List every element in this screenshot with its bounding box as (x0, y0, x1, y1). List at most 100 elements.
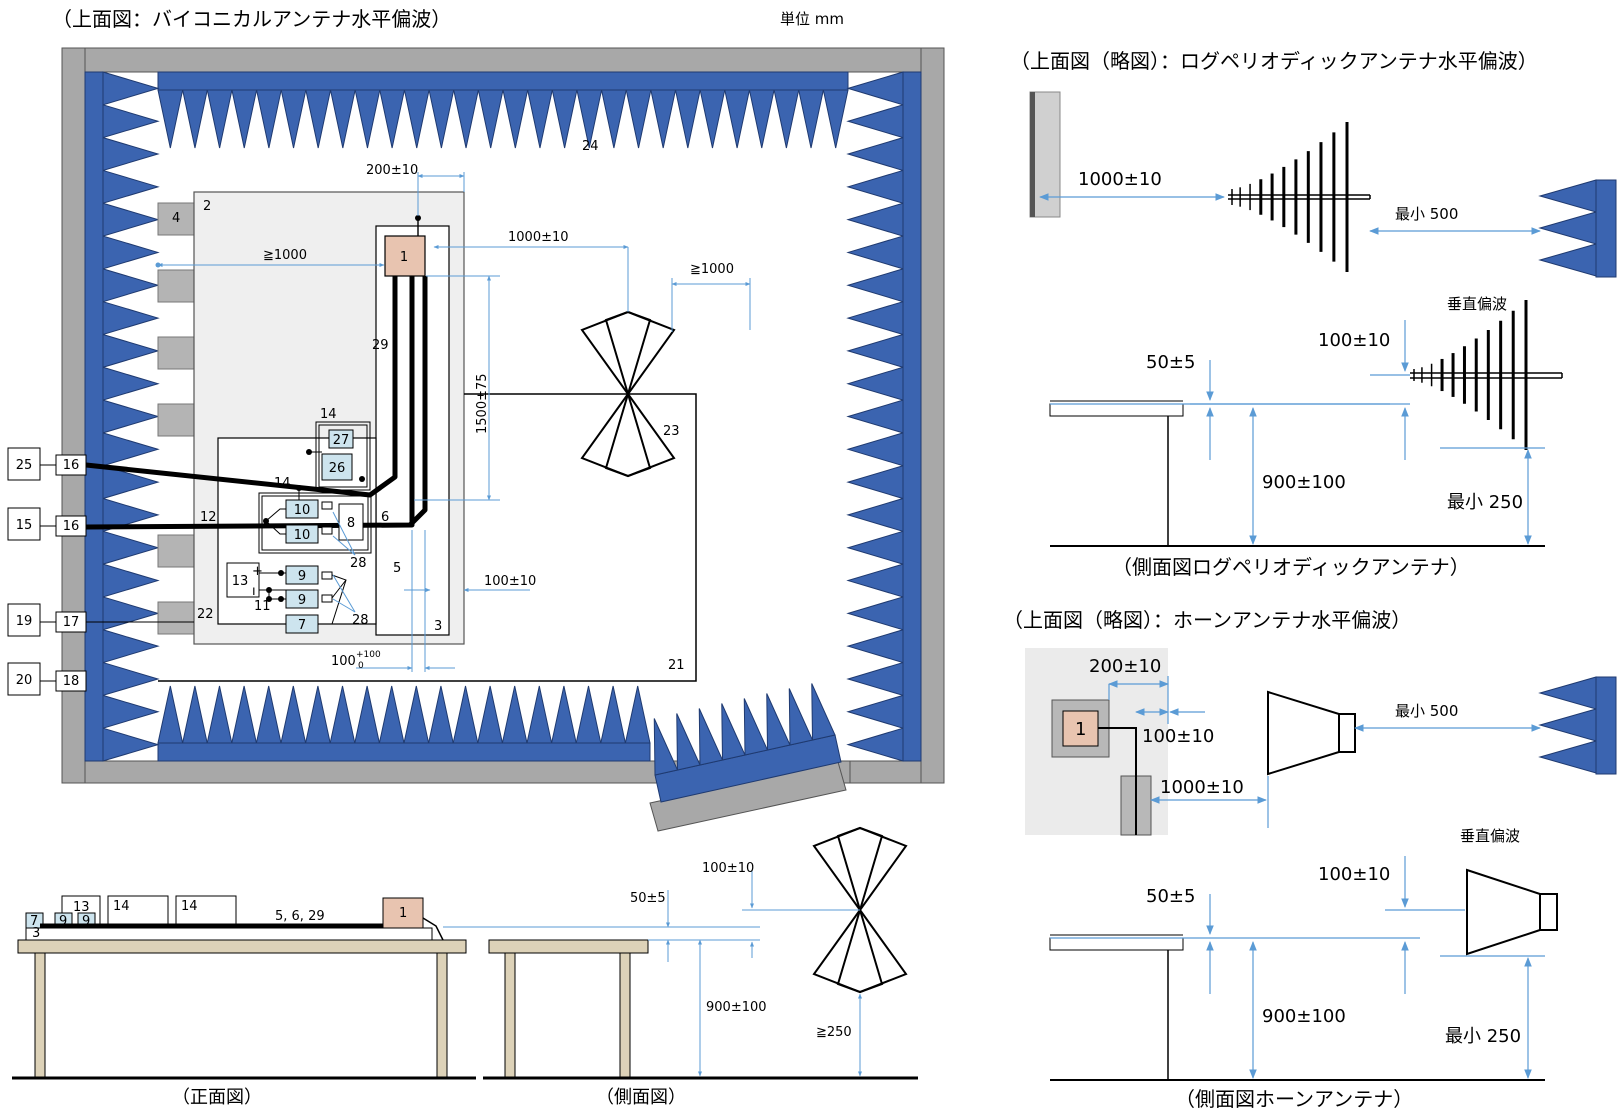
absorber-tooth (743, 698, 769, 756)
absorber-tooth (102, 71, 160, 106)
horn-side-dim-50: 50±5 (1146, 886, 1195, 907)
front-label-13: 13 (73, 900, 90, 915)
front-box-14b (175, 895, 237, 929)
absorber-tooth (102, 661, 160, 697)
absorber-tooth (625, 89, 652, 149)
absorber-tooth (157, 685, 184, 744)
left-duct-stubs (157, 202, 195, 635)
ext-box-19: 19 (16, 614, 33, 629)
cables (85, 276, 428, 530)
absorber-tooth (231, 89, 258, 149)
absorber-tooth (231, 685, 258, 744)
absorber-tooth (724, 89, 751, 149)
label-11: 11 (254, 599, 271, 614)
absorber-tooth (452, 685, 479, 744)
box-8-label: 8 (347, 516, 355, 531)
absorber-tooth (811, 683, 836, 741)
lp-top-absorber (1538, 179, 1617, 278)
side-dim-900: 900±100 (706, 1000, 767, 1015)
absorber-tooth (698, 708, 724, 766)
horn-top-dim-100: 100±10 (1142, 726, 1214, 747)
absorber-tooth (102, 497, 160, 533)
logperiodic-antenna-top (1231, 122, 1349, 272)
box-26 (321, 453, 353, 481)
absorber-tooth (102, 530, 160, 565)
horn-top: （上面図（略図）：ホーンアンテナ水平偏波） 1 200±10 100± (1003, 608, 1617, 836)
label-5: 5 (393, 561, 401, 576)
side-table-leg-left (504, 952, 516, 1079)
absorber-tooth (846, 727, 904, 762)
absorber-tooth (653, 718, 679, 776)
absorber-tooth (304, 685, 331, 744)
label-24: 24 (582, 139, 599, 154)
front-box-14a (107, 895, 169, 929)
absorber-tooth (305, 89, 332, 149)
absorber-tooth (102, 727, 160, 762)
absorber-tooth (182, 89, 208, 149)
absorber-tooth (102, 169, 160, 204)
ext-box-16a: 16 (63, 458, 80, 473)
front-cables-label: 5, 6, 29 (275, 909, 325, 924)
front-caption: （正面図） (172, 1087, 262, 1108)
lp-side-dim-100: 100±10 (1318, 330, 1390, 351)
horn-side-dim-900: 900±100 (1262, 1006, 1346, 1027)
box-9b-label: 9 (298, 593, 306, 608)
absorber-tooth (846, 136, 904, 172)
absorber-tooth (748, 89, 775, 149)
absorber-tooth (102, 629, 160, 664)
absorber-tooth (102, 104, 160, 139)
label-14a: 14 (320, 407, 337, 422)
dim-100a: 100±10 (484, 574, 536, 589)
absorber-tooth (846, 366, 904, 401)
front-label-7: 7 (30, 914, 38, 929)
horn-top-title: （上面図（略図）：ホーンアンテナ水平偏波） (1003, 608, 1411, 632)
lp-side-caption: （側面図ログペリオディックアンテナ） (1112, 555, 1470, 579)
dim-200: 200±10 (366, 163, 418, 178)
absorber-tooth (600, 685, 627, 744)
label-23: 23 (663, 424, 680, 439)
plus-sign: + (252, 564, 263, 579)
front-eut-1-label: 1 (399, 906, 407, 921)
absorber-tooth (576, 89, 603, 149)
absorber-tooth (502, 89, 529, 149)
logperiodic-top: （上面図（略図）：ログペリオディックアンテナ水平偏波） 1000±10 最小 5… (1010, 49, 1617, 278)
absorber-tooth (102, 465, 160, 500)
label-12: 12 (200, 510, 217, 525)
label-6: 6 (381, 510, 389, 525)
top-view-title: （上面図：バイコニカルアンテナ水平偏波） (52, 7, 451, 31)
label-22: 22 (197, 607, 214, 622)
horn-top-dim-min500: 最小 500 (1395, 702, 1458, 720)
absorber-tooth (428, 89, 455, 149)
label-4: 4 (172, 211, 180, 226)
logperiodic-antenna-side (1413, 300, 1528, 450)
top-dims (157, 172, 751, 672)
unit-label: 単位 mm (780, 10, 844, 28)
absorber-tooth (846, 465, 904, 500)
absorber-tooth (846, 432, 904, 467)
lp-side-dim-50: 50±5 (1146, 352, 1195, 373)
absorber-tooth (526, 685, 553, 744)
absorber-tooth (427, 685, 454, 744)
absorber-tooth (181, 685, 208, 744)
horn-side: 垂直偏波 100±10 50±5 900±100 最小 250 （側面図ホーンア… (1049, 827, 1558, 1111)
horn-side-dim-min250: 最小 250 (1445, 1026, 1521, 1047)
lp-side-vertical: 垂直偏波 (1447, 295, 1507, 313)
absorber-tooth (477, 89, 504, 149)
front-table-top (17, 939, 467, 954)
side-table-leg-right (619, 952, 631, 1079)
absorber-tooth (846, 71, 904, 106)
absorber-tooth (102, 235, 160, 270)
box-9a (285, 565, 319, 585)
absorber-tooth (788, 688, 814, 746)
absorber-tooth (699, 89, 726, 149)
absorber-tooth (600, 89, 627, 149)
ext-box-16b: 16 (63, 519, 80, 534)
horn-antenna-side (1466, 868, 1558, 956)
ext-box-18: 18 (63, 674, 80, 689)
table-outline-21 (158, 393, 697, 682)
absorber-tooth (255, 685, 282, 744)
front-label-14a: 14 (113, 899, 130, 914)
absorber-tooth (674, 89, 701, 149)
horn-eut-1 (1062, 710, 1099, 747)
chamber-wall-right (920, 47, 945, 784)
